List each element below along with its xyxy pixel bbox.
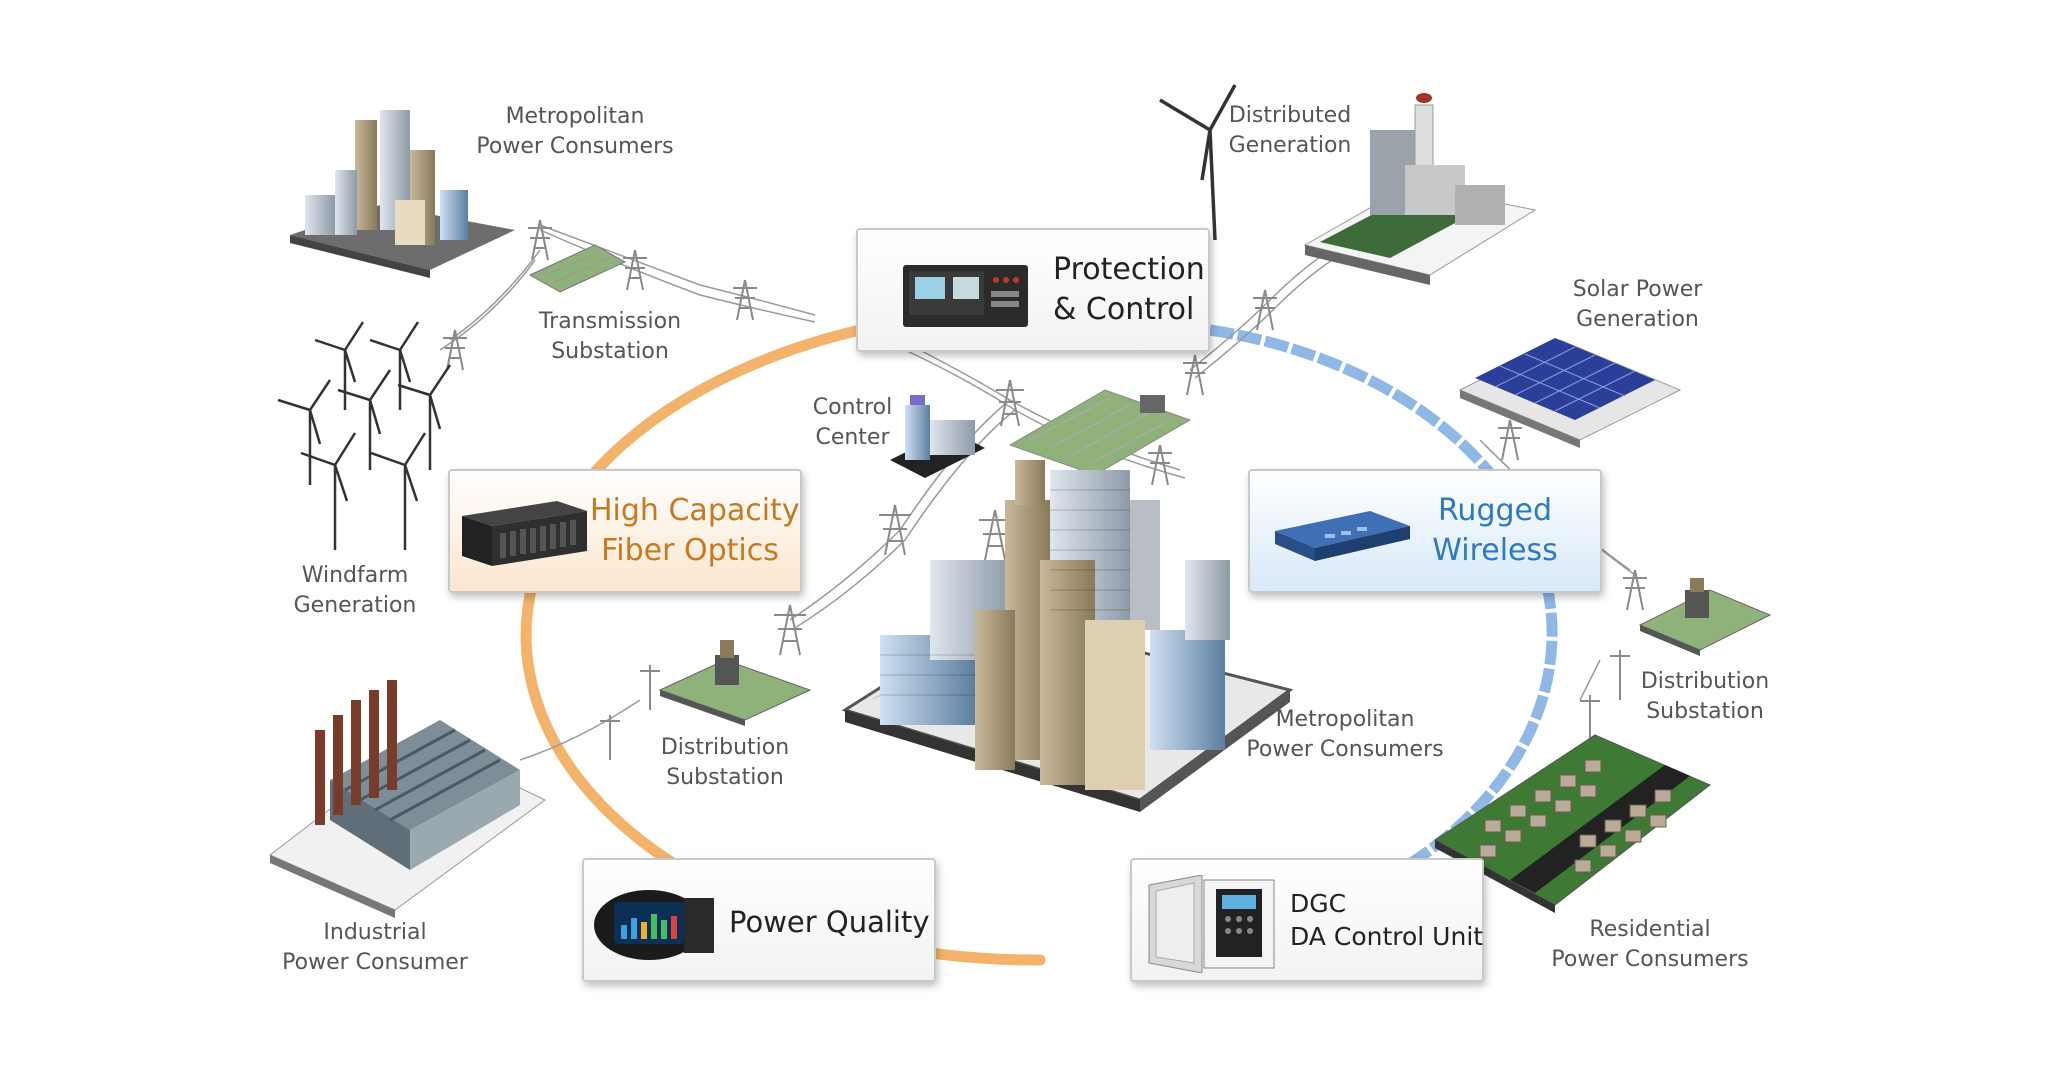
card-title-line: Rugged (1437, 493, 1553, 528)
label-line: Substation (1646, 699, 1764, 724)
skyscraper-icon (290, 110, 515, 278)
fiber-switch-device-icon (462, 501, 587, 566)
label-solar-power-generation: Solar Power Generation (1555, 275, 1720, 335)
label-line: Windfarm (301, 563, 409, 588)
label-line: Industrial (323, 920, 427, 945)
transmission-lines (439, 224, 1636, 761)
label-line: Generation (1228, 133, 1352, 158)
label-line: Substation (551, 339, 669, 364)
card-title-line: Protection (1053, 252, 1205, 287)
substation-icon (1008, 389, 1192, 476)
wireless-radio-device-icon (1275, 511, 1410, 561)
card-title-line: Fiber Optics (601, 533, 779, 568)
label-distribution-substation-right: Distribution Substation (1615, 667, 1795, 727)
power-quality-title: Power Quality (729, 902, 930, 942)
control-center-icon (890, 395, 985, 478)
fiber-optics-card: High Capacity Fiber Optics (448, 469, 802, 593)
card-title-line: DA Control Unit (1290, 922, 1484, 951)
label-line: Center (815, 425, 890, 450)
houses-icon (1434, 734, 1711, 913)
label-line: Generation (1576, 307, 1699, 332)
card-title-line: High Capacity (590, 493, 800, 528)
label-distributed-generation: Distributed Generation (1220, 101, 1360, 161)
rugged-wireless-card: Rugged Wireless (1248, 469, 1602, 593)
relay-device-icon (903, 265, 1028, 327)
label-line: Power Consumers (1551, 947, 1749, 972)
label-metropolitan-power-consumers-center: Metropolitan Power Consumers (1245, 705, 1445, 765)
label-transmission-substation: Transmission Substation (520, 307, 700, 367)
wind-turbine-icon (1159, 84, 1237, 241)
label-residential-power-consumers: Residential Power Consumers (1550, 915, 1750, 975)
label-windfarm-generation: Windfarm Generation (270, 561, 440, 621)
substation-icon (658, 640, 812, 726)
card-title-line: DGC (1290, 889, 1347, 918)
label-line: Power Consumers (1246, 737, 1444, 762)
label-line: Power Consumers (476, 134, 674, 159)
fiber-optics-title: High Capacity Fiber Optics (590, 491, 800, 571)
protection-control-card: Protection & Control (856, 228, 1210, 352)
power-quality-meter-icon (594, 890, 714, 960)
label-line: Substation (666, 765, 784, 790)
label-distribution-substation-left: Distribution Substation (640, 733, 810, 793)
label-line: Residential (1589, 917, 1711, 942)
label-line: Power Consumer (282, 950, 468, 975)
wireless-ring (1209, 324, 1558, 875)
protection-control-title: Protection & Control (1053, 250, 1205, 330)
card-title-line: Wireless (1432, 533, 1558, 568)
label-line: Distribution (1640, 669, 1770, 694)
label-line: Metropolitan (1275, 707, 1415, 732)
factory-icon (269, 680, 546, 918)
transmission-tower-icon (443, 219, 1647, 760)
label-line: Generation (293, 593, 417, 618)
label-line: Transmission (538, 309, 682, 334)
substation-icon (528, 244, 627, 293)
wind-turbine-icon (277, 321, 452, 550)
label-line: Distribution (660, 735, 790, 760)
substation-icon (1638, 578, 1772, 656)
card-title-line: Power Quality (729, 905, 930, 939)
label-line: Solar Power (1572, 277, 1703, 302)
label-metropolitan-power-consumers-top: Metropolitan Power Consumers (460, 102, 690, 162)
rugged-wireless-title: Rugged Wireless (1420, 491, 1570, 571)
label-industrial-power-consumer: Industrial Power Consumer (275, 918, 475, 978)
label-line: Control (812, 395, 893, 420)
label-line: Distributed (1228, 103, 1352, 128)
dgc-control-unit-title: DGC DA Control Unit (1290, 887, 1484, 953)
solar-panel-icon (1458, 338, 1682, 448)
control-cabinet-icon (1148, 875, 1275, 973)
power-plant-icon (1303, 93, 1537, 285)
card-title-line: & Control (1053, 292, 1195, 327)
dgc-control-unit-card: DGC DA Control Unit (1130, 858, 1484, 982)
power-quality-card: Power Quality (582, 858, 936, 982)
skyscraper-icon (841, 460, 1294, 812)
label-line: Metropolitan (505, 104, 645, 129)
label-control-center: Control Center (795, 393, 910, 453)
